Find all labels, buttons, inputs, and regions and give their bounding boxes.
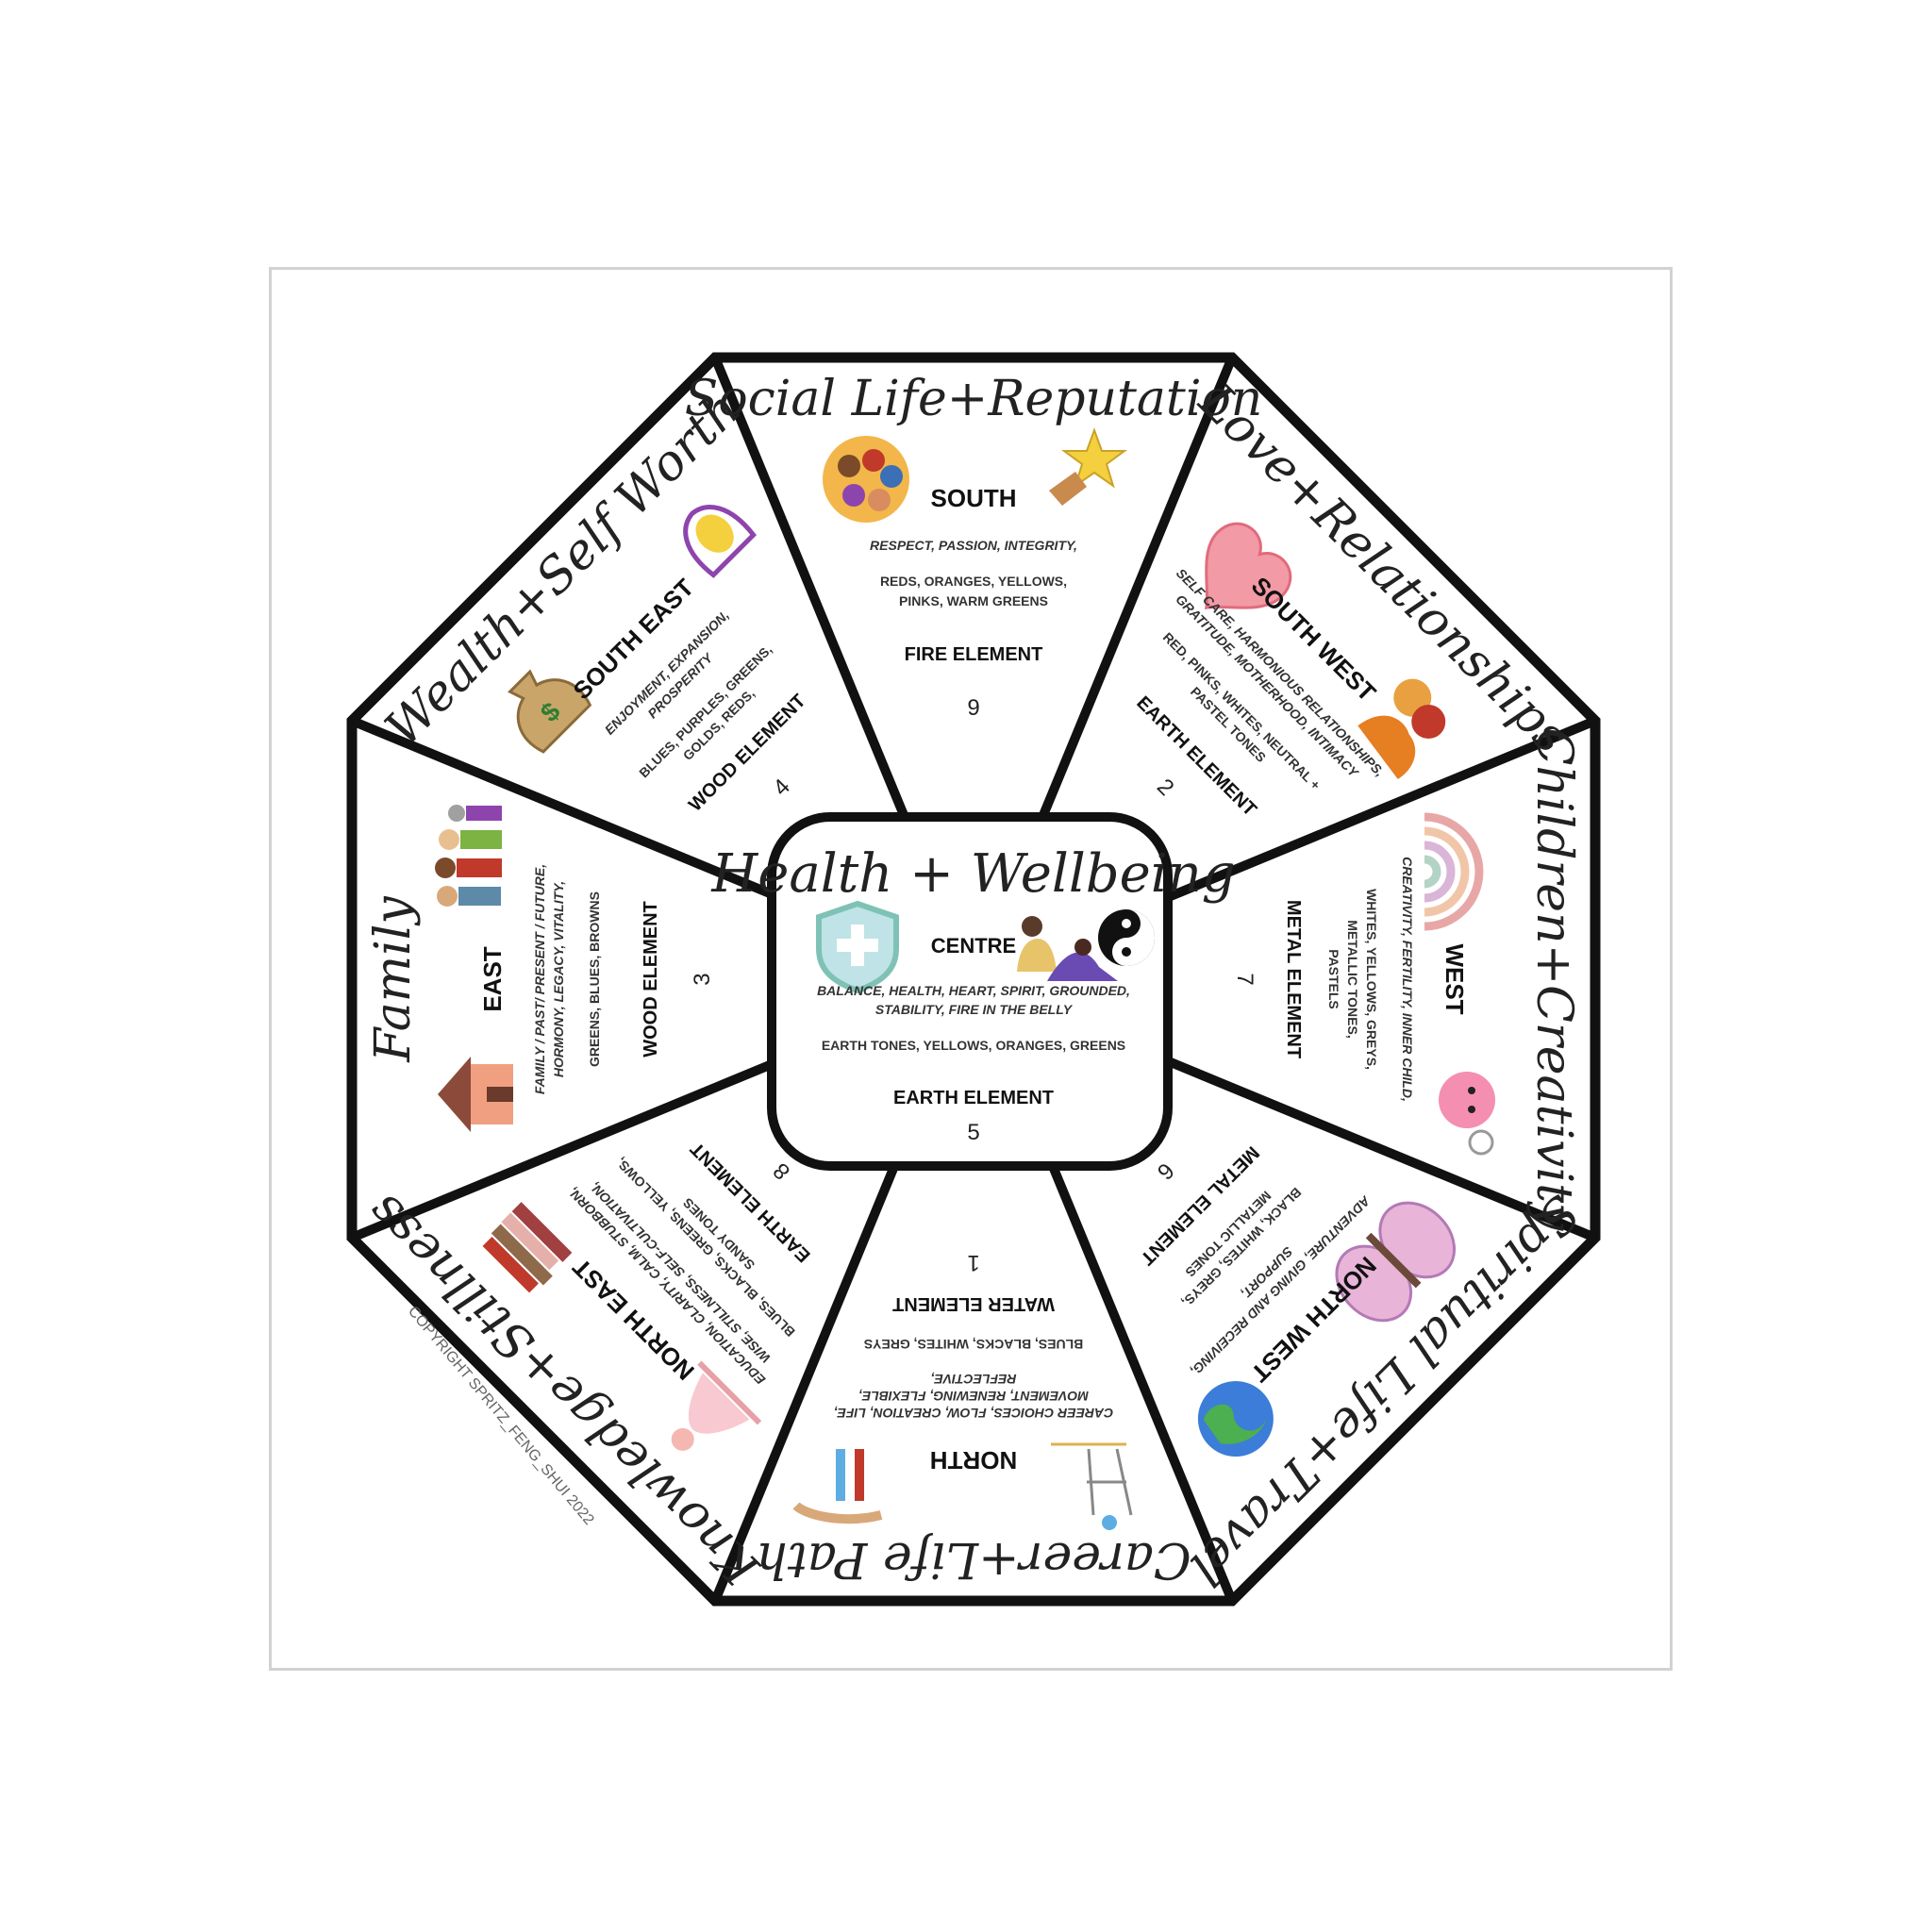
meditation-icon — [1017, 916, 1118, 981]
climbing-person-icon — [792, 1449, 883, 1524]
area-title: Children+Creativity — [1525, 728, 1582, 1231]
centre-number: 5 — [967, 1120, 979, 1145]
area-west: Children+Creativity WEST CREATIVITY, FER… — [1232, 728, 1582, 1231]
career-path-icon — [1051, 1442, 1133, 1530]
shield-cross-icon — [816, 900, 899, 994]
cute-character-icon — [1439, 1072, 1495, 1156]
area-line: BLUES, BLACKS, WHITES, GREYS — [864, 1337, 1084, 1352]
rainbow-icon — [1424, 812, 1484, 931]
family-group-icon — [435, 805, 502, 907]
centre-qualities-1: BALANCE, HEALTH, HEART, SPIRIT, GROUNDED… — [817, 983, 1130, 998]
centre-qualities-2: STABILITY, FIRE IN THE BELLY — [875, 1002, 1074, 1017]
centre-box — [767, 812, 1173, 1171]
yoga-icon — [671, 1360, 762, 1451]
area-direction: SOUTH — [931, 484, 1017, 512]
area-north: Career+Life Path NORTH CAREER CHOICES, F… — [756, 1250, 1191, 1588]
area-line: GREENS, BLUES, BROWNS — [587, 891, 602, 1067]
area-line: MOVEMENT, RENEWING, FLEXIBLE, — [858, 1389, 1089, 1404]
heart-icon — [1204, 522, 1292, 609]
area-title: Family — [365, 896, 422, 1063]
area-element: WATER ELEMENT — [892, 1293, 1055, 1314]
books-icon — [482, 1202, 573, 1293]
area-title: Social Life+Reputation — [685, 371, 1263, 427]
area-number: 9 — [967, 695, 979, 721]
area-line: REFLECTIVE, — [930, 1372, 1016, 1387]
area-line: FAMILY / PAST/ PRESENT / FUTURE, — [532, 864, 547, 1094]
area-direction: EAST — [478, 946, 507, 1011]
centre-area: Health + Wellbeing CENTRE BALANCE, HEALT… — [710, 843, 1235, 1145]
centre-title: Health + Wellbeing — [710, 843, 1235, 905]
hug-icon — [683, 505, 757, 578]
area-title: Career+Life Path — [756, 1531, 1191, 1588]
area-element: METAL ELEMENT — [1283, 900, 1304, 1058]
dividers — [350, 356, 1597, 1603]
area-east: Family EAST FAMILY / PAST/ PRESENT / FUT… — [365, 805, 715, 1132]
area-direction: WEST — [1441, 943, 1469, 1014]
centre-colours: EARTH TONES, YELLOWS, ORANGES, GREENS — [822, 1038, 1125, 1053]
area-south: Social Life+Reputation SOUTH RESPECT, PA… — [685, 371, 1263, 721]
area-line: CREATIVITY, FERTILITY, INNER CHILD, — [1400, 857, 1415, 1102]
centre-direction: CENTRE — [931, 934, 1016, 958]
area-line: PINKS, WARM GREENS — [899, 593, 1048, 608]
house-icon — [438, 1057, 513, 1132]
area-line: HORMONY, LEGACY, VITALITY, — [551, 881, 566, 1077]
area-line: RESPECT, PASSION, INTEGRITY, — [870, 538, 1077, 553]
area-line: PASTELS — [1326, 949, 1341, 1009]
area-line: METALLIC TONES, — [1345, 920, 1360, 1038]
area-number: 1 — [967, 1250, 979, 1275]
globe-icon — [1197, 1380, 1274, 1457]
couple-icon — [1357, 678, 1446, 779]
centre-element: EARTH ELEMENT — [893, 1088, 1054, 1108]
butterfly-icon — [1335, 1201, 1457, 1323]
money-bag-icon: $ — [508, 669, 592, 754]
area-line: CAREER CHOICES, FLOW, CREATION, LIFE, — [834, 1406, 1114, 1421]
area-element: FIRE ELEMENT — [905, 644, 1043, 665]
crowd-icon — [823, 436, 909, 523]
area-number: 3 — [690, 973, 715, 985]
area-element: WOOD ELEMENT — [641, 901, 661, 1058]
area-line: WHITES, YELLOWS, GREYS, — [1364, 889, 1379, 1070]
area-direction: NORTH — [930, 1446, 1017, 1474]
star-trophy-icon — [1049, 427, 1128, 506]
area-number: 7 — [1232, 973, 1257, 985]
yin-yang-icon — [1098, 909, 1155, 966]
area-line: REDS, ORANGES, YELLOWS, — [880, 574, 1067, 589]
